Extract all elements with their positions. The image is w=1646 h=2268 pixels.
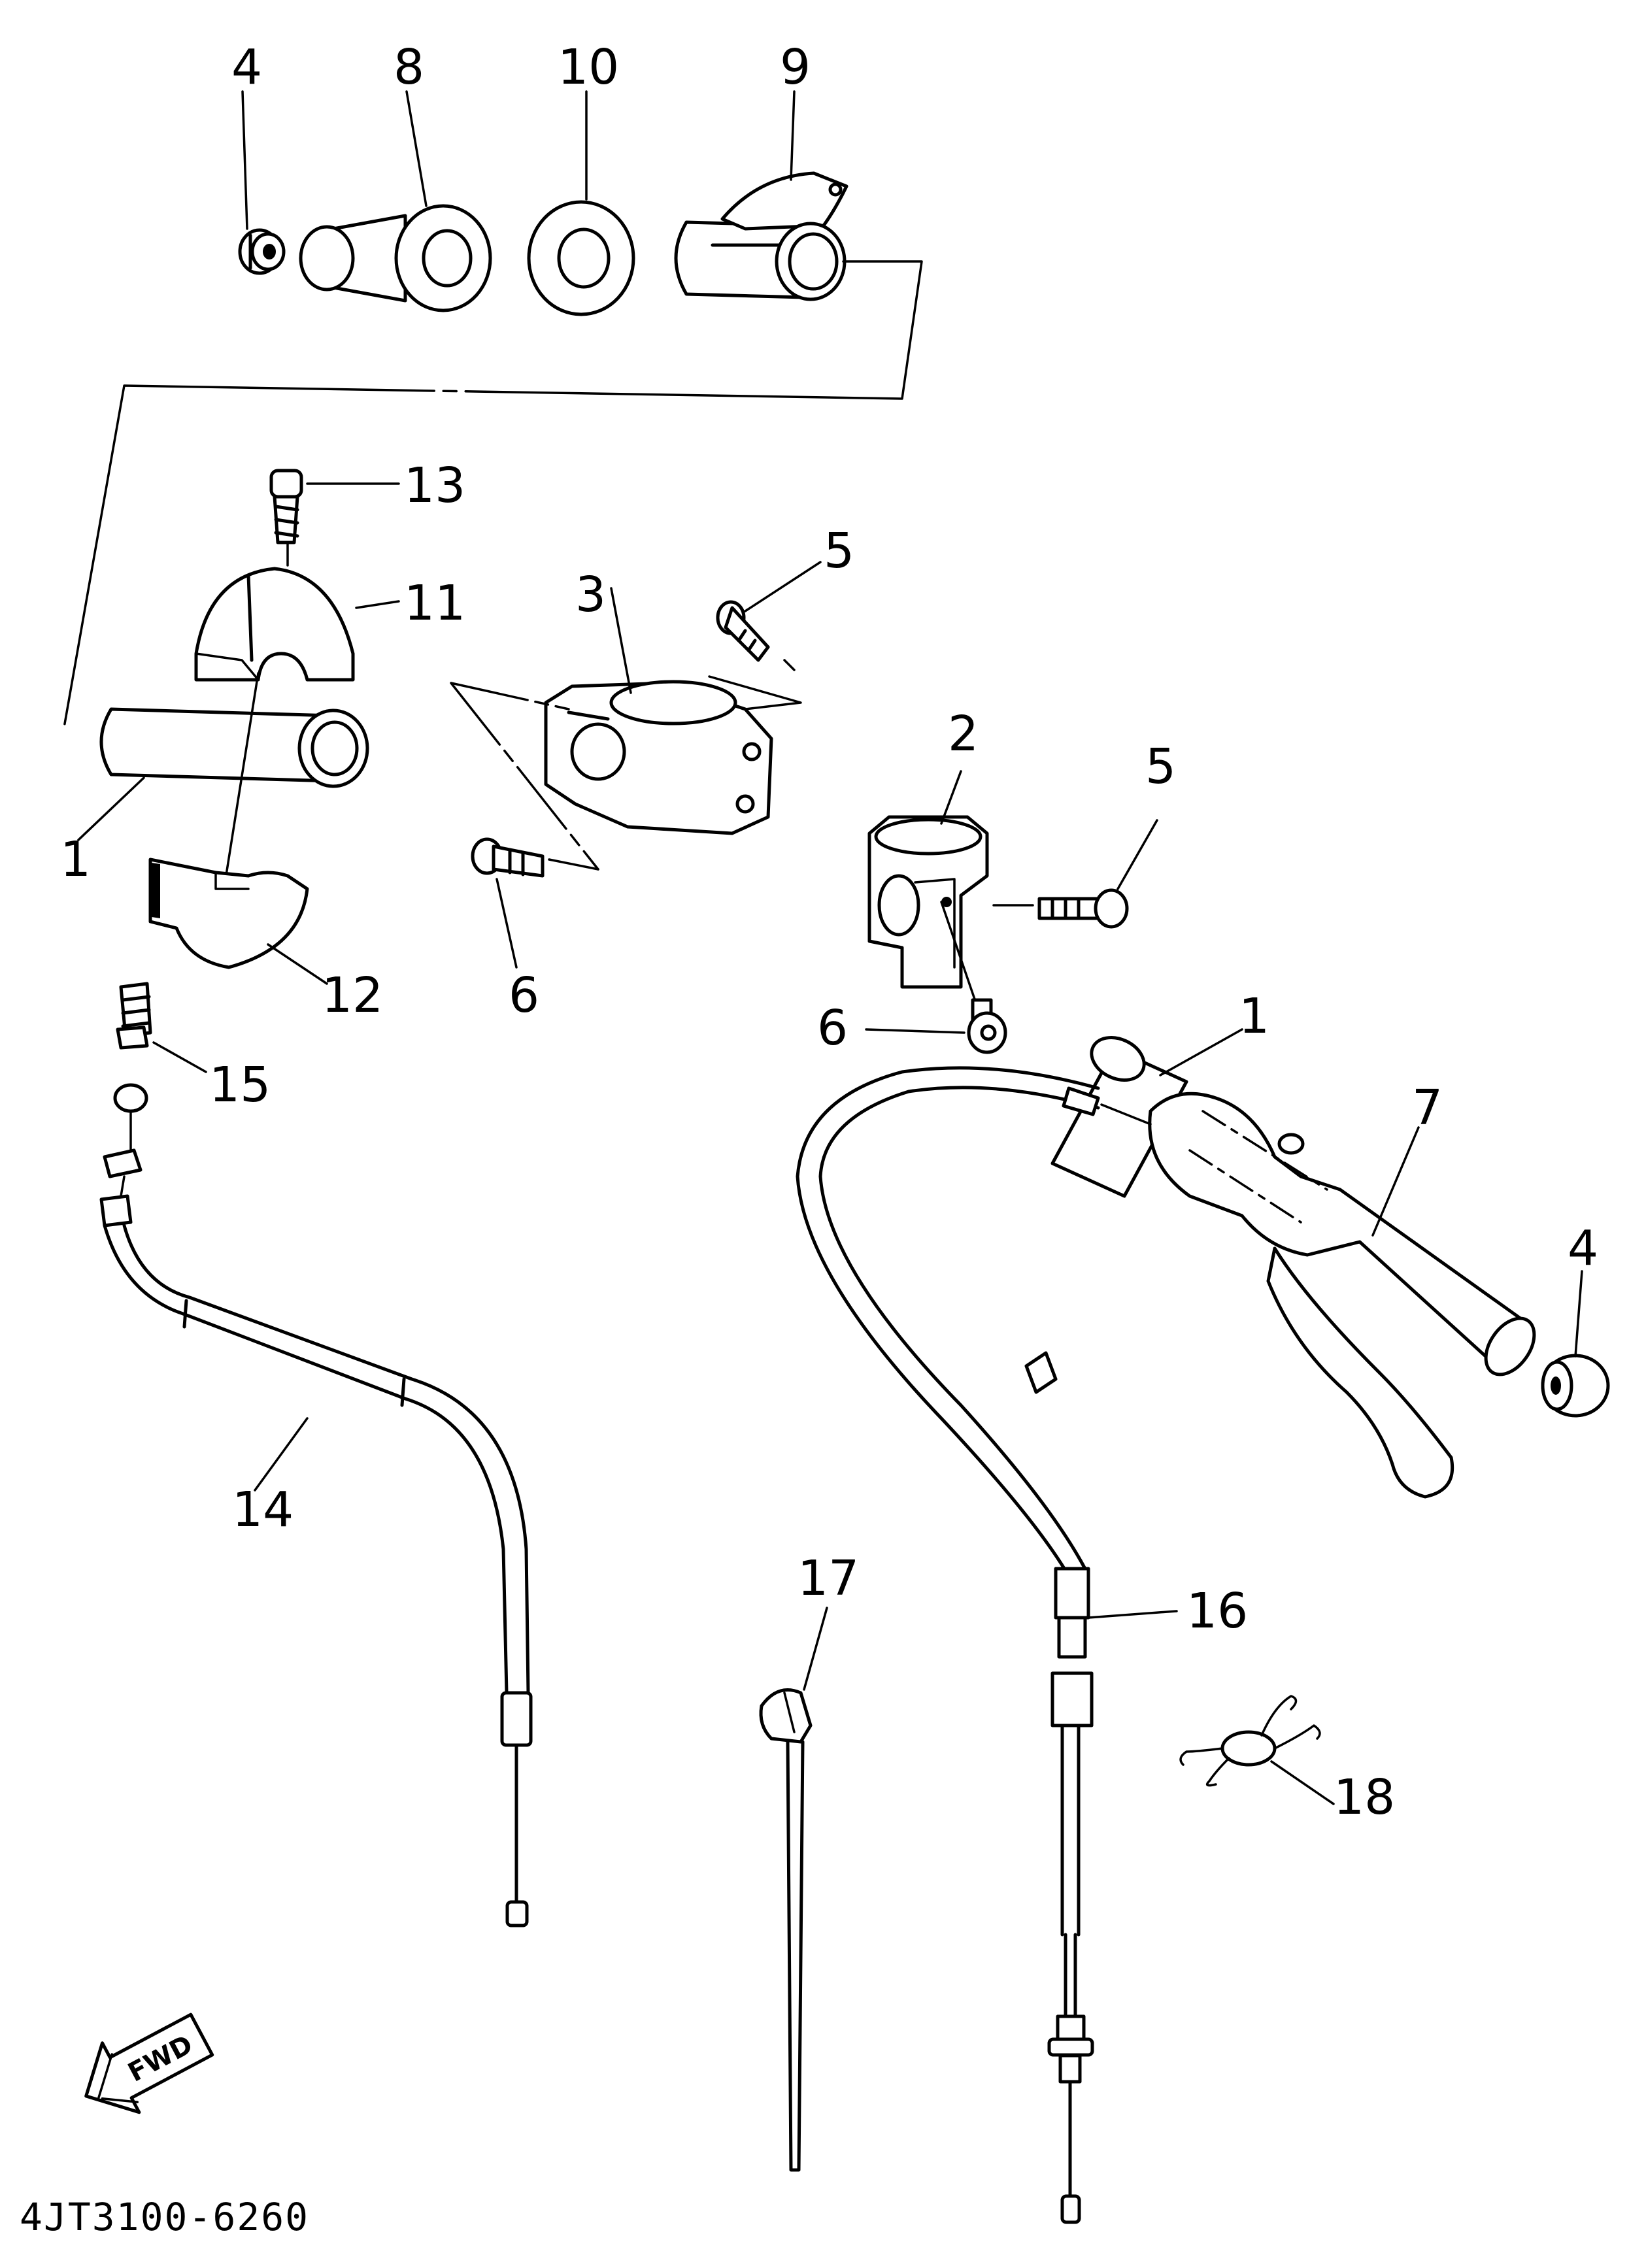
leader-18 xyxy=(1270,1760,1335,1805)
assembly-line-5a xyxy=(783,659,796,671)
callout-16: 16 xyxy=(1186,1583,1248,1639)
leader-15 xyxy=(152,1041,207,1073)
part-15-adjuster xyxy=(116,982,152,1050)
part-11-clamp-upper xyxy=(194,567,355,682)
part-8-spacer xyxy=(299,204,492,312)
leader-11 xyxy=(355,600,400,609)
part-5-bolt-b xyxy=(1037,888,1129,929)
callout-6-right: 6 xyxy=(817,1000,848,1056)
leader-4a xyxy=(241,90,248,230)
assembly-line-3a xyxy=(450,682,599,871)
part-16-cable xyxy=(796,1066,1152,2224)
leader-1b xyxy=(1159,1028,1243,1076)
leader-5a xyxy=(744,561,822,612)
part-1-tube-right xyxy=(1050,1036,1188,1198)
callout-12: 12 xyxy=(322,967,383,1024)
callout-11: 11 xyxy=(404,575,465,631)
leader-1a xyxy=(77,776,145,841)
part-5-bolt-a xyxy=(716,600,770,662)
callout-13: 13 xyxy=(404,458,465,514)
callout-4-top: 4 xyxy=(231,39,262,95)
assembly-line-6b xyxy=(940,901,982,1018)
part-10-washer xyxy=(527,200,635,316)
part-7-lever-assembly xyxy=(1148,1092,1536,1499)
callout-1-right: 1 xyxy=(1239,988,1269,1044)
callout-7: 7 xyxy=(1412,1080,1443,1136)
callout-2: 2 xyxy=(948,706,979,762)
leader-4b xyxy=(1574,1270,1583,1358)
leader-3 xyxy=(610,587,632,694)
callout-6-left: 6 xyxy=(509,967,539,1024)
callout-15: 15 xyxy=(209,1057,271,1113)
part-17-cable-tie xyxy=(759,1688,813,2172)
part-3-bracket xyxy=(544,680,773,835)
part-13-bolt xyxy=(269,469,303,544)
part-12-clamp-lower xyxy=(148,858,309,969)
leader-9 xyxy=(790,90,796,181)
callout-18: 18 xyxy=(1334,1769,1395,1826)
part-1-tube-left xyxy=(99,707,369,788)
part-14-cable xyxy=(99,1083,533,1927)
leader-14 xyxy=(254,1417,309,1492)
part-6-bolt-b xyxy=(967,998,1007,1054)
callout-1-left: 1 xyxy=(60,831,91,888)
leader-8 xyxy=(405,90,428,207)
part-18-clip xyxy=(1179,1695,1321,1787)
leader-16 xyxy=(1087,1610,1178,1619)
part-2-holder xyxy=(867,815,989,989)
callout-3: 3 xyxy=(575,567,606,623)
fwd-arrow-icon: FWD xyxy=(84,2012,214,2114)
part-4-end-plug-top xyxy=(238,228,286,275)
part-4-end-plug-right xyxy=(1541,1354,1610,1418)
assembly-line-3b xyxy=(548,675,802,871)
callout-14: 14 xyxy=(232,1482,294,1538)
leader-5b xyxy=(1117,819,1158,890)
leader-12 xyxy=(267,943,328,985)
part-6-bolt-a xyxy=(471,837,545,878)
assembly-line-grip xyxy=(61,260,923,743)
leader-2 xyxy=(940,770,962,825)
leader-17 xyxy=(803,1607,828,1691)
leader-6b xyxy=(865,1028,966,1034)
callout-8: 8 xyxy=(394,39,424,95)
assembly-line-11-12 xyxy=(224,672,260,880)
callout-10: 10 xyxy=(558,39,619,95)
callout-4-right: 4 xyxy=(1568,1220,1598,1276)
part-code-label: 4JT3100-6260 xyxy=(20,2195,309,2239)
callout-5-right: 5 xyxy=(1145,739,1176,795)
leader-7 xyxy=(1371,1126,1420,1237)
leader-6a xyxy=(495,878,518,969)
callout-17: 17 xyxy=(798,1550,859,1607)
part-9-grip xyxy=(674,171,848,301)
callout-5-upper: 5 xyxy=(824,523,854,579)
callout-9: 9 xyxy=(780,39,811,95)
